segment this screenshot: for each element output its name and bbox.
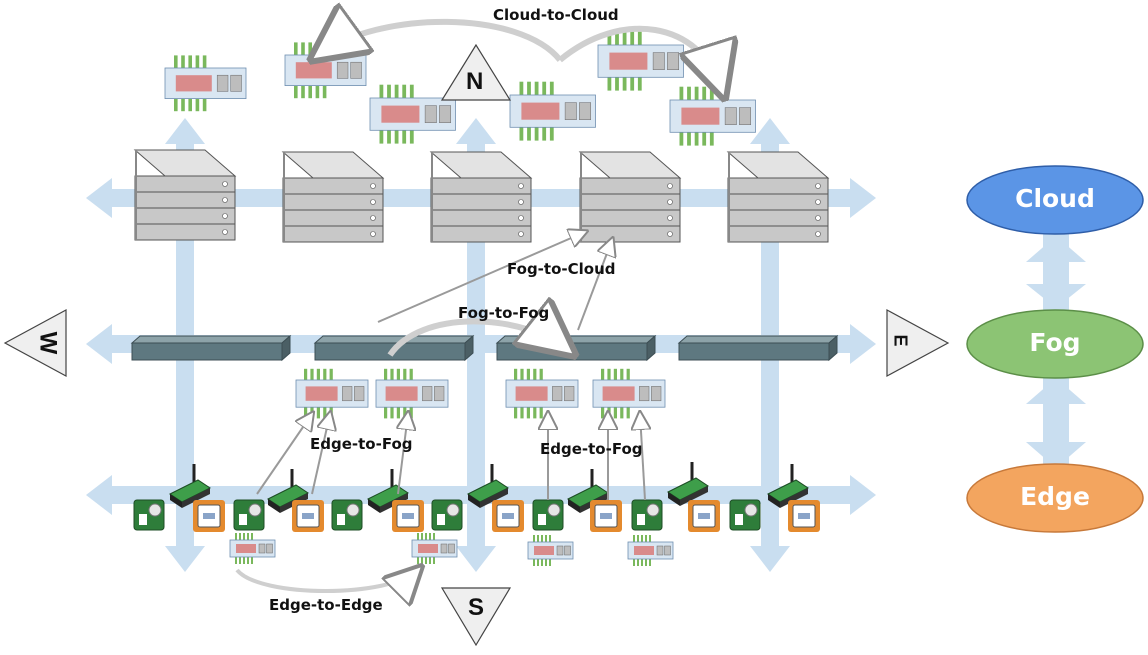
north-triangle xyxy=(440,43,512,101)
wireless-gateway-icon xyxy=(667,462,709,506)
network-switch-icon xyxy=(495,334,657,362)
software-module-icon xyxy=(411,533,458,564)
wireless-gateway-icon xyxy=(767,464,809,508)
edge-to-edge-arrow xyxy=(235,570,418,591)
cloud-to-cloud-label: Cloud-to-Cloud xyxy=(493,6,619,24)
wireless-gateway-icon xyxy=(169,464,211,508)
fog-to-cloud-label: Fog-to-Cloud xyxy=(507,260,616,278)
tier-connector-arrow-up-bottom xyxy=(1026,378,1086,404)
sensor-board-icon xyxy=(631,499,663,531)
compass xyxy=(3,43,950,647)
software-module-icon xyxy=(229,533,276,564)
sensor-board-icon xyxy=(331,499,363,531)
edge-tier-ellipse xyxy=(966,463,1144,533)
sensor-board-icon xyxy=(233,499,265,531)
software-module-icon xyxy=(295,368,369,419)
east-triangle xyxy=(886,308,950,378)
edge-to-edge-label: Edge-to-Edge xyxy=(269,596,383,614)
cloud-to-cloud-arrow-left xyxy=(318,22,563,60)
edge-to-fog-label-left: Edge-to-Fog xyxy=(310,435,413,453)
server-row xyxy=(133,149,830,243)
software-module-icon xyxy=(592,368,666,419)
fog-to-fog-arrow xyxy=(387,321,568,355)
rack-server-icon xyxy=(429,151,533,243)
flow-arrows xyxy=(235,22,722,591)
tier-legend xyxy=(966,165,1144,533)
cloud-module-group xyxy=(164,31,756,146)
south-triangle xyxy=(440,587,512,647)
east-label: E xyxy=(890,334,911,347)
edge-to-fog-label-right: Edge-to-Fog xyxy=(540,440,643,458)
microcontroller-chip-icon xyxy=(590,500,622,532)
sensor-board-icon xyxy=(532,499,564,531)
edge-to-fog-arrow-3 xyxy=(398,414,408,495)
edge-module-group xyxy=(229,533,674,566)
fog-to-cloud-arrow-1 xyxy=(377,232,585,323)
fog-to-fog-label: Fog-to-Fog xyxy=(458,304,550,322)
rack-server-icon xyxy=(133,149,237,241)
fog-to-cloud-arrow-2 xyxy=(577,240,612,331)
tier-connector-arrow-down-top xyxy=(1026,284,1086,308)
rack-server-icon xyxy=(726,151,830,243)
edge-to-fog-arrow-6 xyxy=(640,414,645,501)
rack-server-icon xyxy=(578,151,682,243)
microcontroller-chip-icon xyxy=(193,500,225,532)
edge-to-fog-arrow-2 xyxy=(311,414,330,495)
software-module-icon xyxy=(509,81,596,141)
west-triangle xyxy=(3,308,67,378)
microcontroller-chip-icon xyxy=(688,500,720,532)
rack-server-icon xyxy=(281,151,385,243)
north-label: N xyxy=(466,68,484,95)
microcontroller-chip-icon xyxy=(292,500,324,532)
sensor-board-icon xyxy=(729,499,761,531)
microcontroller-chip-icon xyxy=(492,500,524,532)
software-module-icon xyxy=(505,368,579,419)
south-label: S xyxy=(468,594,485,621)
cloud-tier-ellipse xyxy=(966,165,1144,235)
microcontroller-chip-icon xyxy=(788,500,820,532)
edge-to-fog-arrow-1 xyxy=(256,414,312,495)
software-module-icon xyxy=(164,55,247,112)
microcontroller-chip-icon xyxy=(392,500,424,532)
edge-device-row xyxy=(133,462,820,532)
cloud-tier-label: Cloud xyxy=(1015,184,1095,213)
tier-connector-arrow-down xyxy=(1026,442,1086,468)
network-switch-icon xyxy=(677,334,839,362)
network-switch-icon xyxy=(130,334,292,362)
wireless-gateway-icon xyxy=(467,464,509,508)
software-module-icon xyxy=(669,86,756,146)
software-module-icon xyxy=(597,31,684,91)
sensor-board-icon xyxy=(133,499,165,531)
software-module-icon xyxy=(627,535,674,566)
sensor-board-icon xyxy=(431,499,463,531)
edge-tier-label: Edge xyxy=(1020,482,1090,511)
tier-connector-arrow-up xyxy=(1026,236,1086,262)
cloud-to-cloud-arrow-right xyxy=(558,25,722,90)
fog-tier-label: Fog xyxy=(1029,328,1081,357)
software-module-icon xyxy=(527,535,574,566)
fog-tier-ellipse xyxy=(966,309,1144,379)
fog-module-group xyxy=(295,368,666,419)
west-label: W xyxy=(34,331,62,355)
software-module-icon xyxy=(369,84,456,144)
software-module-icon xyxy=(375,368,449,419)
